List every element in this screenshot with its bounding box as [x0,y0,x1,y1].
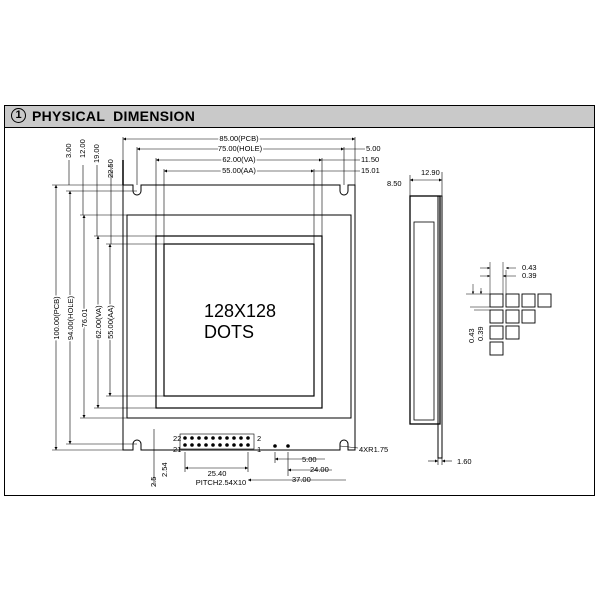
bezel-outline [126,214,352,419]
dots-label: DOTS [204,322,254,342]
dim-thickness: 12.90 [421,168,440,177]
section-header: 1 PHYSICAL DIMENSION [5,106,594,128]
dim-pixel-size-h: 0.39 [522,271,537,280]
connector-pins [183,436,290,448]
front-view-labels: 85.00(PCB) 75.00(HOLE) 62.00(VA) 55.00(A… [51,133,389,488]
dim-right-15-01: 15.01 [361,166,380,175]
dim-right-11-50: 11.50 [361,155,379,164]
dim-pixel-pitch-v: 0.43 [467,328,476,343]
pin-22-label: 22 [173,434,181,443]
dim-hole-height: 94.00(HOLE) [66,295,75,340]
dim-76: 76.01 [80,309,89,328]
dim-8-50: 8.50 [387,179,402,188]
dim-hole-width: 75.00(HOLE) [218,144,263,153]
dim-va-width: 62.00(VA) [222,155,256,164]
dim-pcb-height: 100.00(PCB) [52,296,61,340]
dim-pcb-width: 85.00(PCB) [219,134,259,143]
dim-2-5: 2.5 [149,477,158,487]
dim-pixel-pitch-h: 0.43 [522,263,537,272]
dim-1-60: 1.60 [457,457,472,466]
dim-37: 37.00 [292,475,311,484]
dim-left-3: 3.00 [64,143,73,158]
dimension-frame: 1 PHYSICAL DIMENSION [4,105,595,496]
dim-right-5: 5.00 [366,144,381,153]
active-area [163,243,315,397]
dim-left-12: 12.00 [78,139,87,158]
side-view [409,172,452,465]
dim-left-22-5: 22.50 [106,159,115,178]
pin-2-label: 2 [257,434,261,443]
front-view [52,137,365,485]
dim-aa-height: 55.00(AA) [106,305,115,339]
pitch-span: 25.40 [208,469,227,478]
section-number-badge: 1 [11,108,26,123]
side-view-labels: 12.90 8.50 1.60 [387,168,472,466]
pcb-outline [122,184,356,451]
pixel-detail [466,262,552,356]
viewing-area [155,235,323,409]
dim-pixel-size-v: 0.39 [476,326,485,341]
pin-21-label: 21 [173,445,181,454]
pin-1-label: 1 [257,445,261,454]
hole-radius-note: 4XR1.75 [359,445,388,454]
dim-2-54: 2.54 [160,462,169,477]
dim-5: 5.00 [302,455,317,464]
dim-24: 24.00 [310,465,329,474]
pitch-label: PITCH2.54X10 [196,478,246,487]
resolution-label: 128X128 [204,301,276,321]
pixel-detail-labels: 0.43 0.39 0.43 0.39 [467,263,537,343]
dim-va-height: 62.00(VA) [94,305,103,339]
section-title: PHYSICAL DIMENSION [32,108,196,124]
dim-aa-width: 55.00(AA) [222,166,256,175]
dim-left-19: 19.00 [92,144,101,163]
